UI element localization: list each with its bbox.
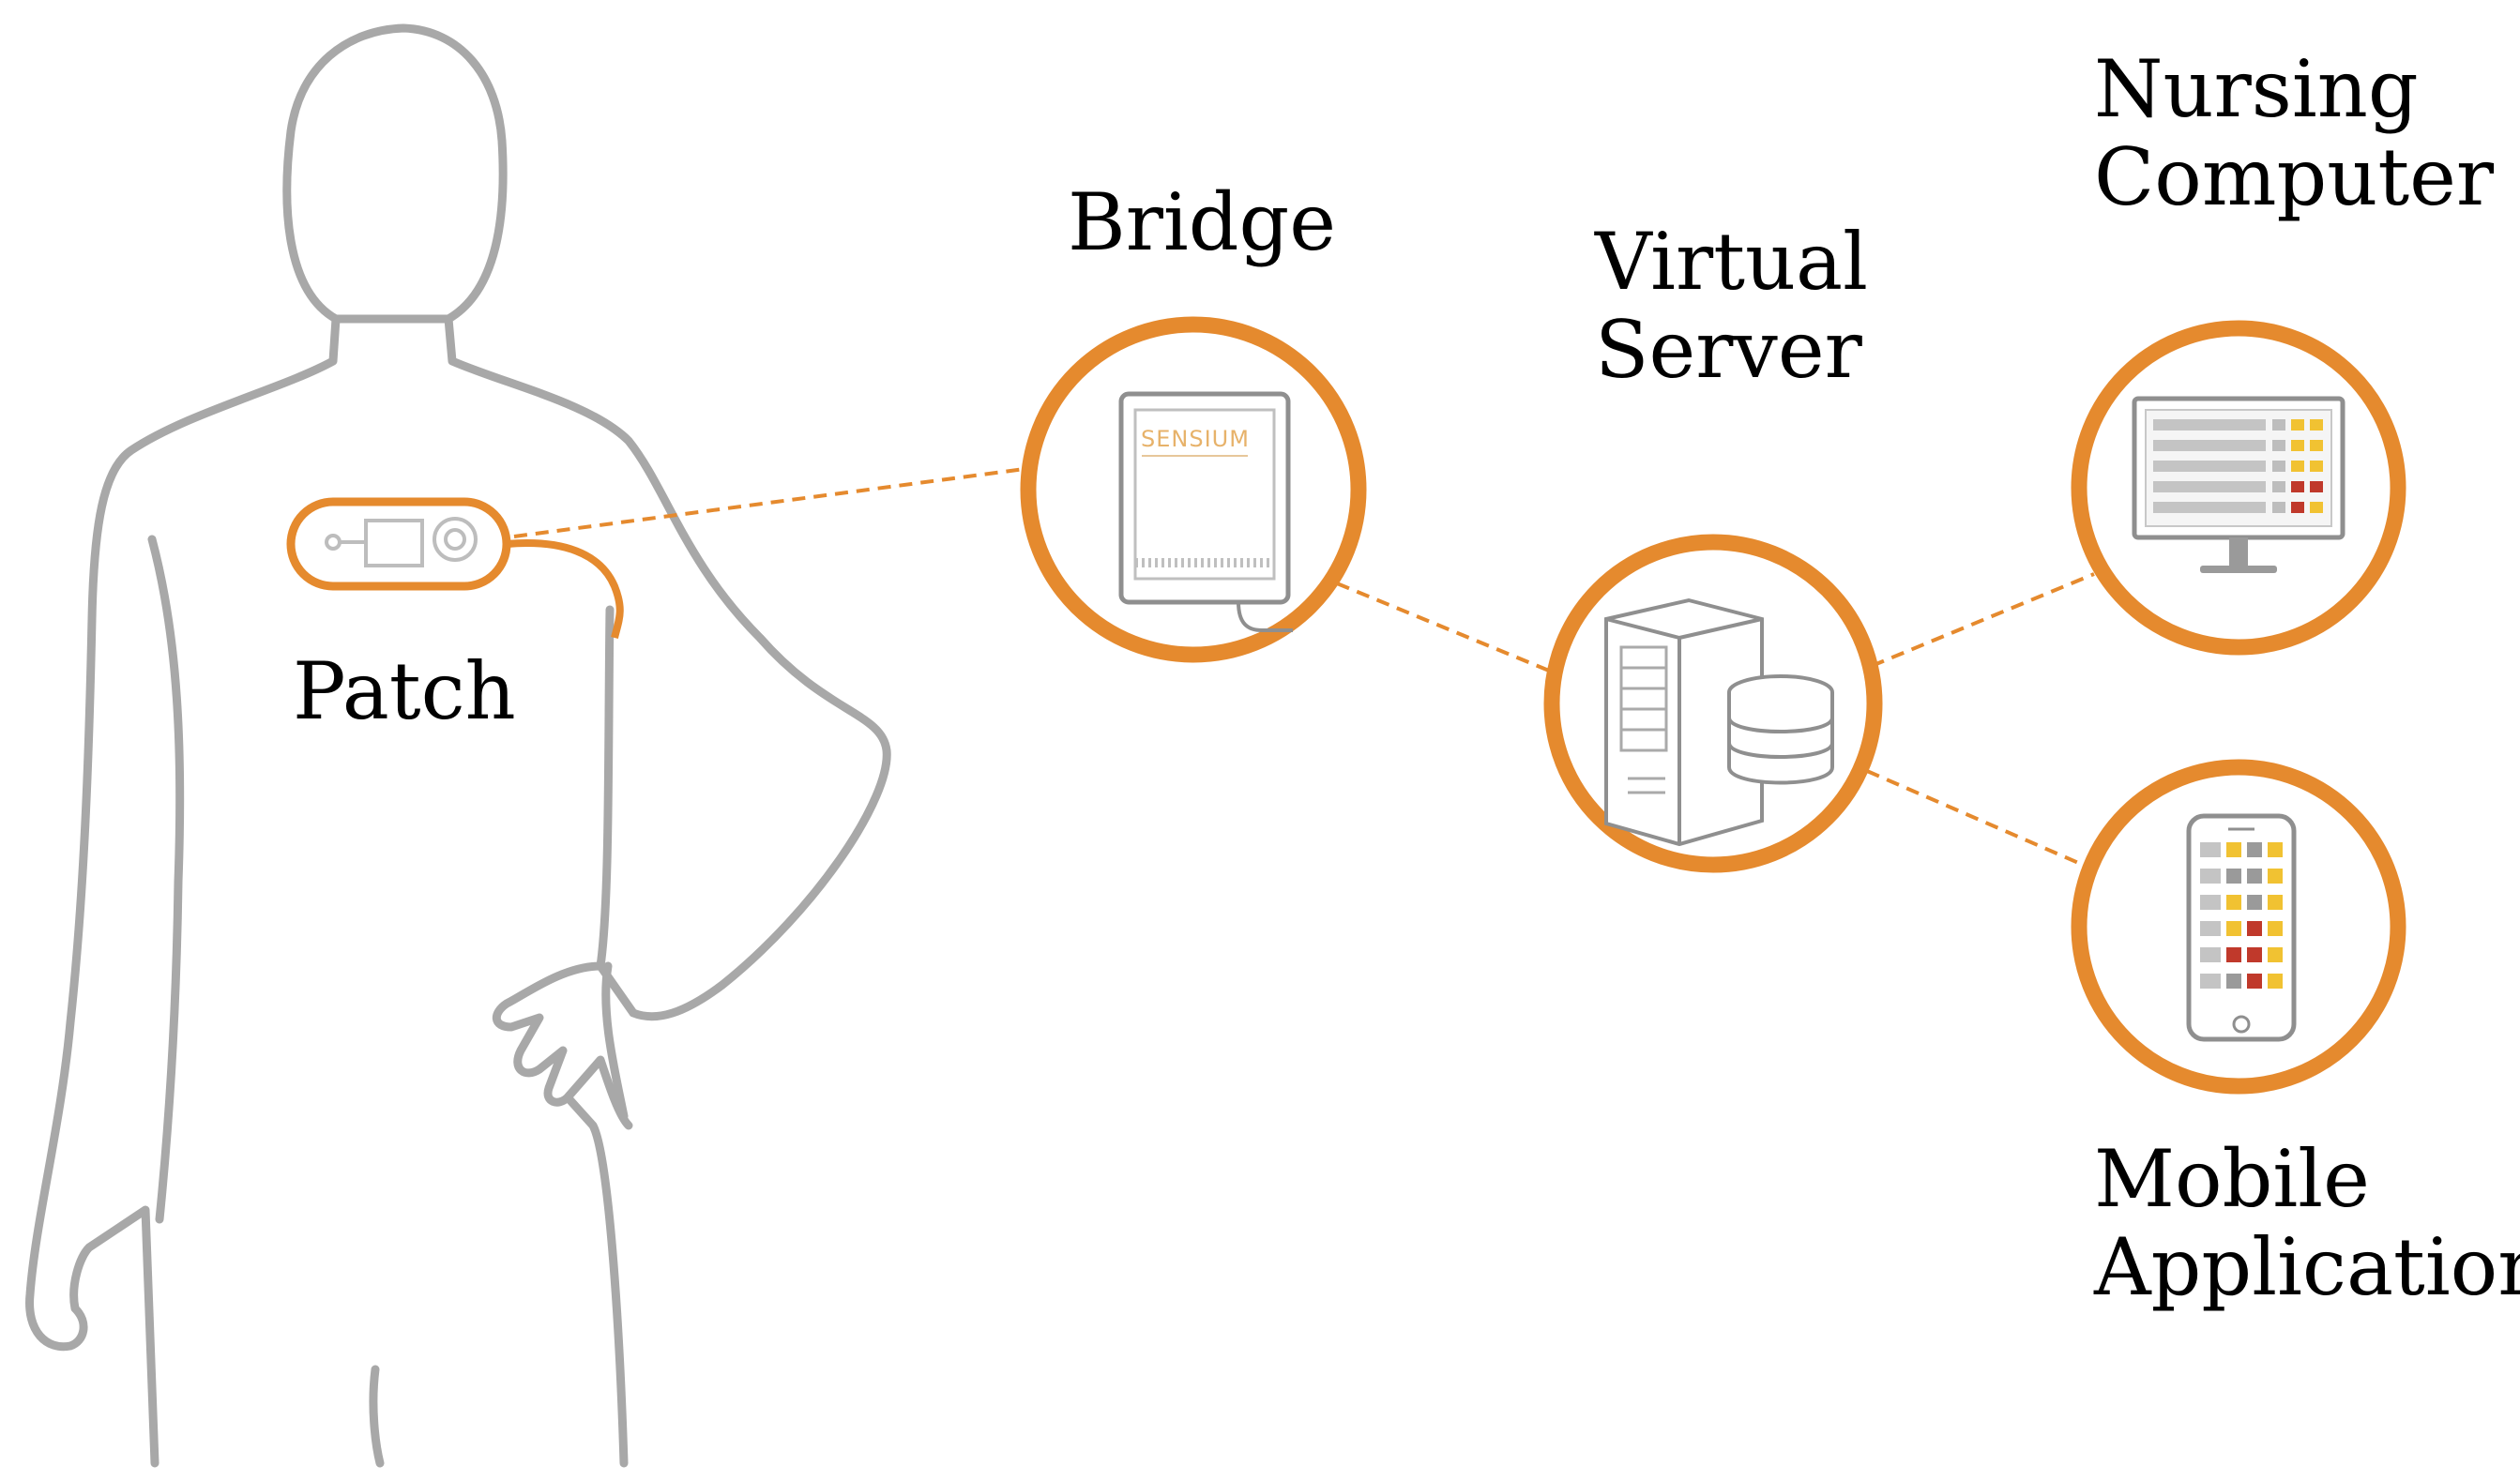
phone-row-lungs: [2247, 947, 2262, 962]
server-label-line1: Virtual: [1595, 216, 1869, 308]
phone-row-lungs: [2247, 869, 2262, 884]
mobile-application-label: Mobile Application: [2094, 1135, 2520, 1311]
monitor-row-status: [2310, 481, 2323, 492]
sensium-brand-text: SENSIUM: [1141, 426, 1250, 452]
patch-label-text: Patch: [293, 645, 516, 737]
bridge-label: Bridge: [1068, 178, 1336, 266]
phone-row-heart: [2226, 947, 2241, 962]
monitor-row-cell: [2272, 502, 2285, 513]
monitor-icon: [2132, 396, 2345, 573]
patch-cable: [506, 539, 624, 639]
phone-row-status: [2268, 921, 2283, 936]
phone-row-status: [2268, 895, 2283, 910]
monitor-row-bar: [2153, 461, 2266, 472]
monitor-row-status: [2310, 461, 2323, 472]
mobile-node: [2071, 759, 2406, 1095]
server-database-icon: [1604, 597, 1834, 847]
tablet-bridge-icon: SENSIUM: [1118, 391, 1293, 632]
human-silhouette: [25, 23, 891, 1468]
monitor-row-cell: [2272, 440, 2285, 451]
monitor-row-bar: [2153, 440, 2266, 451]
smartphone-icon: [2186, 813, 2297, 1042]
phone-row-status: [2268, 842, 2283, 857]
nursing-label-line2: Computer: [2094, 131, 2494, 224]
monitor-row-bar: [2153, 481, 2266, 492]
connection-lines: [513, 467, 2095, 867]
inner-arm-line: [147, 535, 185, 1224]
nursing-node: [2071, 320, 2406, 656]
link-patch-bridge: [513, 467, 1025, 538]
link-server-nursing: [1871, 572, 2095, 668]
phone-row-bar: [2200, 869, 2221, 884]
mobile-label-line2: Application: [2094, 1221, 2520, 1314]
phone-row-lungs: [2247, 974, 2262, 989]
phone-row-lungs: [2247, 895, 2262, 910]
bridge-node: SENSIUM: [1020, 316, 1367, 663]
monitor-row-status: [2310, 419, 2323, 431]
monitor-row-cell: [2272, 461, 2285, 472]
leg-gap: [369, 1365, 385, 1468]
phone-row-bar: [2200, 842, 2221, 857]
patch-label: Patch: [293, 647, 516, 735]
phone-row-status: [2268, 974, 2283, 989]
monitor-row-alert: [2291, 461, 2304, 472]
monitor-rows: [2153, 419, 2323, 513]
phone-row-bar: [2200, 895, 2221, 910]
monitor-row-alert: [2291, 481, 2304, 492]
monitor-row-alert: [2291, 419, 2304, 431]
monitor-row-cell: [2272, 481, 2285, 492]
link-bridge-server: [1336, 582, 1566, 679]
phone-row-heart: [2226, 869, 2241, 884]
phone-row-bar: [2200, 947, 2221, 962]
monitor-row-bar: [2153, 502, 2266, 513]
phone-row-lungs: [2247, 921, 2262, 936]
phone-row-heart: [2226, 842, 2241, 857]
phone-row-bar: [2200, 974, 2221, 989]
phone-row-heart: [2226, 921, 2241, 936]
server-node: [1543, 534, 1883, 873]
bridge-label-text: Bridge: [1068, 176, 1337, 268]
phone-row-bar: [2200, 921, 2221, 936]
link-server-mobile: [1866, 769, 2084, 867]
waist-line: [601, 961, 629, 1121]
phone-row-lungs: [2247, 842, 2262, 857]
monitor-row-cell: [2272, 419, 2285, 431]
phone-row-heart: [2226, 974, 2241, 989]
monitor-row-alert: [2291, 502, 2304, 513]
phone-rows: [2200, 842, 2283, 989]
monitor-row-bar: [2153, 419, 2266, 431]
virtual-server-label: Virtual Server: [1595, 218, 1868, 394]
phone-row-status: [2268, 869, 2283, 884]
monitor-row-status: [2310, 440, 2323, 451]
mobile-label-line1: Mobile: [2094, 1133, 2370, 1225]
body-outline: [25, 314, 891, 1468]
monitor-row-status: [2310, 502, 2323, 513]
server-label-line2: Server: [1595, 304, 1862, 397]
phone-row-heart: [2226, 895, 2241, 910]
nursing-label-line1: Nursing: [2094, 43, 2419, 135]
phone-row-status: [2268, 947, 2283, 962]
head-outline: [282, 23, 508, 324]
monitor-row-alert: [2291, 440, 2304, 451]
patch-device: [286, 497, 624, 639]
nursing-computer-label: Nursing Computer: [2094, 45, 2494, 221]
